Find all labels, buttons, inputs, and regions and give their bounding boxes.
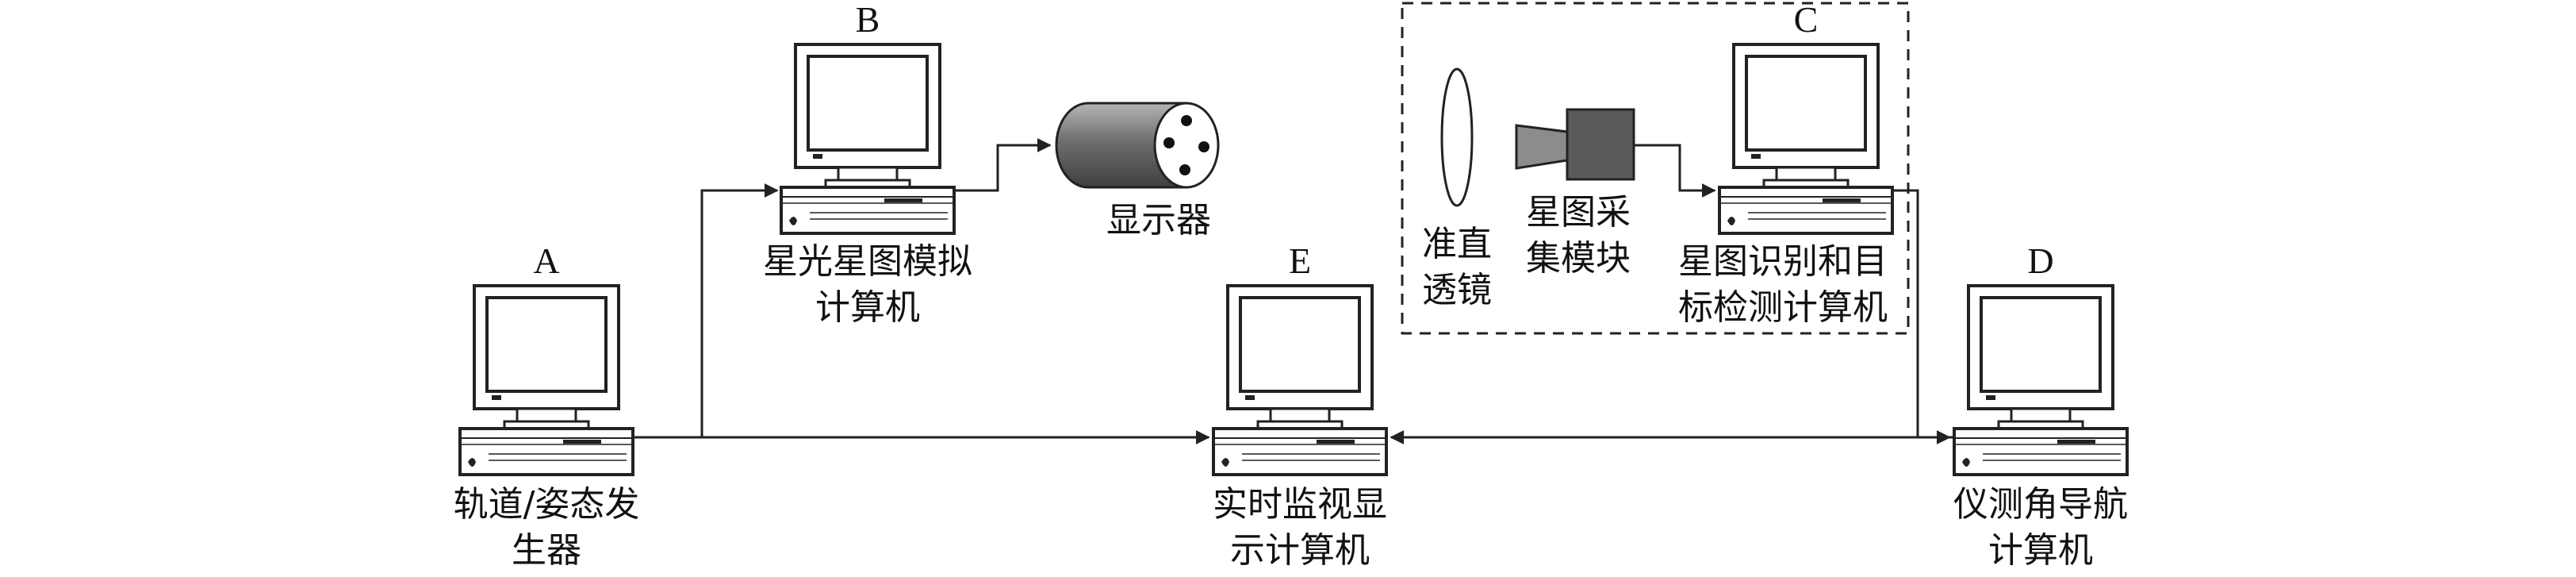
connection-lines — [633, 138, 1954, 444]
arrow-c-to-d — [1892, 189, 1951, 444]
camera-icon — [1515, 108, 1635, 181]
node-b-letter: B — [856, 0, 880, 40]
node-e-label-line2: 示计算机 — [1230, 530, 1370, 571]
computer-c-icon — [1718, 43, 1894, 235]
node-a-letter: A — [533, 240, 559, 281]
arrow-b-to-display — [954, 138, 1052, 192]
node-c-letter: C — [1794, 0, 1819, 40]
camera-label-line2: 集模块 — [1526, 238, 1631, 279]
computer-a-icon — [458, 284, 634, 476]
lens-label-line1: 准直 — [1422, 224, 1492, 264]
arrow-a-to-b — [700, 183, 779, 437]
arrow-camera-to-c — [1634, 144, 1716, 198]
computer-b-icon — [780, 43, 956, 235]
computer-d-icon — [1953, 284, 2129, 476]
node-c-label-line1: 星图识别和目 — [1678, 241, 1888, 282]
node-d-label-line2: 计算机 — [1988, 530, 2093, 571]
node-c-label-line2: 标检测计算机 — [1678, 287, 1888, 328]
collimating-lens-icon — [1440, 67, 1474, 207]
display-icon — [1055, 102, 1220, 189]
node-e-label-line1: 实时监视显 — [1213, 484, 1387, 525]
computer-e-icon — [1212, 284, 1388, 476]
node-b-label-line1: 星光星图模拟 — [763, 241, 972, 282]
lens-label-line2: 透镜 — [1422, 270, 1492, 310]
node-a-label-line2: 生器 — [512, 530, 581, 571]
camera-label-line1: 星图采 — [1526, 192, 1631, 233]
node-d-label-line1: 仪测角导航 — [1953, 484, 2128, 525]
node-a-label-line1: 轨道/姿态发 — [454, 484, 640, 525]
subsystem-c-frame — [1401, 2, 1910, 335]
display-label: 显示器 — [1106, 200, 1211, 240]
node-e-letter: E — [1289, 240, 1311, 281]
node-d-letter: D — [2027, 240, 2053, 281]
node-b-label-line2: 计算机 — [815, 287, 920, 328]
